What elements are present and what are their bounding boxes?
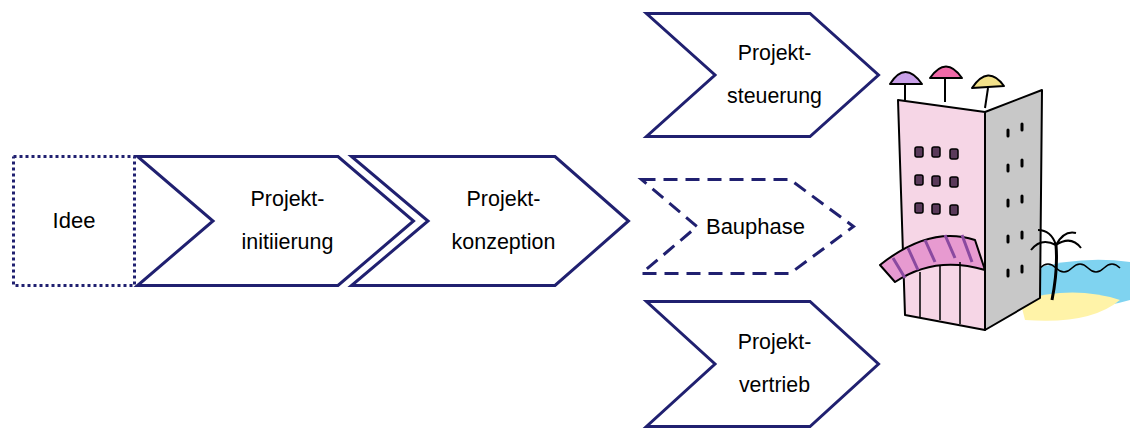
text-area: Projekt- konzeption [420,159,587,283]
idea-box: Idee [12,155,136,287]
node-outline [350,155,630,287]
phase-label: Projekt- konzeption [420,178,587,264]
phase-label: Idee [53,199,96,243]
text-area: Projekt- steuerung [707,16,842,134]
outline-path [352,157,629,286]
phase-chevron-dashed: Bauphase [640,178,855,275]
phase-label: Projekt- initiierung [205,178,370,264]
outline-path [647,14,879,137]
text-area: Projekt- vertrieb [707,304,842,424]
text-area: Projekt- initiierung [205,159,370,283]
phase-chevron: Projekt- steuerung [645,12,880,138]
hotel-building [880,67,1130,331]
phase-chevron: Projekt- vertrieb [645,300,880,428]
phase-chevron: Projekt- konzeption [350,155,630,287]
node-outline [645,300,880,428]
phase-label: Projekt- vertrieb [707,321,842,406]
outline-path [647,302,879,427]
outline-path [14,157,135,286]
phase-label: Bauphase [706,205,805,249]
outline-path [642,180,854,274]
text-area: Idee [16,159,132,283]
text-area: Bauphase [689,182,822,271]
outline-path [138,157,414,286]
phase-label: Projekt- steuerung [707,32,842,117]
node-outline [645,12,880,138]
